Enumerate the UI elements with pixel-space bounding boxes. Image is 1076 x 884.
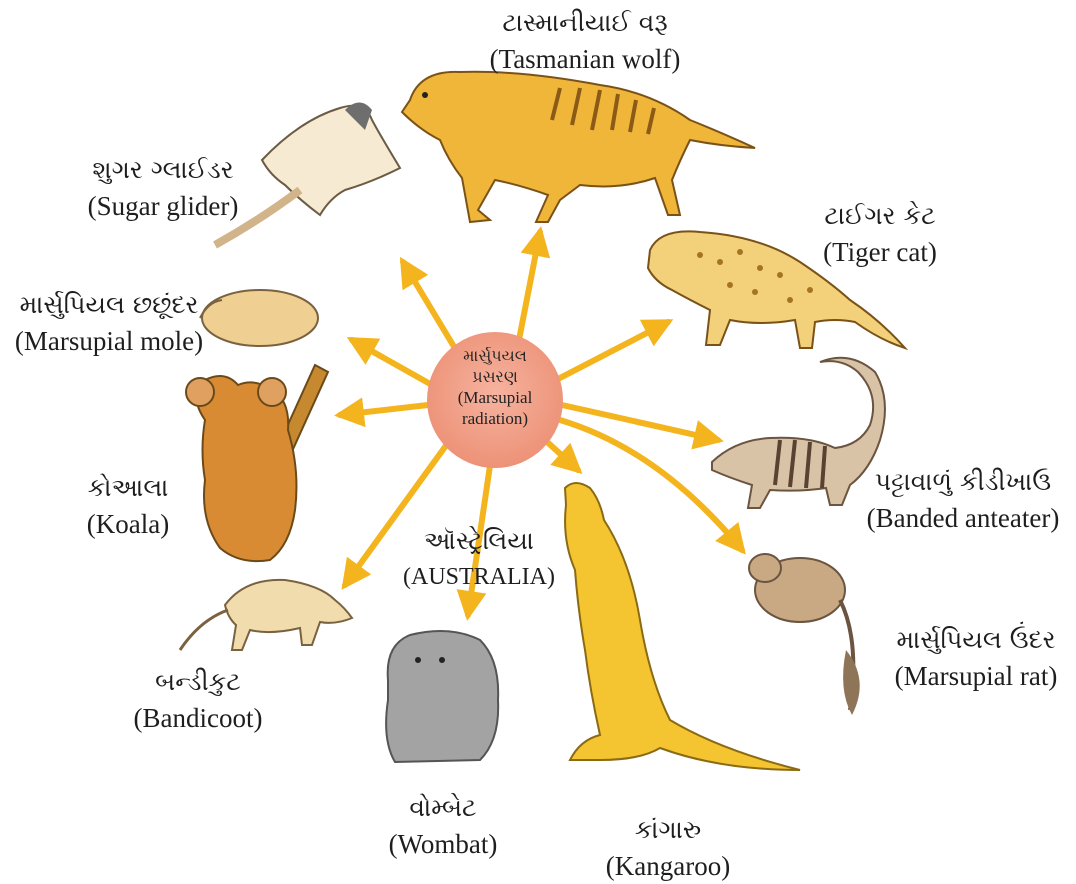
label-bandicoot-en: (Bandicoot): [118, 700, 278, 736]
label-koala: કોઆલા (Koala): [68, 470, 188, 542]
arrow-to-tasmanian-wolf: [517, 232, 540, 350]
label-bandicoot-gu: બન્ડીકુટ: [118, 664, 278, 700]
label-wombat-gu: વોમ્બેટ: [368, 790, 518, 826]
bandicoot-illustration: [180, 580, 352, 650]
arrow-to-kangaroo: [545, 440, 578, 470]
center-label-gu-line2: પ્રસરણ: [428, 366, 562, 387]
label-wombat-en: (Wombat): [368, 826, 518, 862]
label-marsupial-mole-en: (Marsupial mole): [4, 323, 214, 359]
label-sugar-glider-gu: શુગર ગ્લાઈડર: [70, 152, 256, 188]
label-tasmanian-wolf: ટાસ્માનીયાઈ વરૂ (Tasmanian wolf): [470, 5, 700, 77]
tasmanian-wolf-illustration: [402, 72, 755, 222]
marsupial-mole-illustration: [200, 290, 318, 346]
label-kangaroo-gu: કાંગારુ: [588, 812, 748, 848]
label-sugar-glider-en: (Sugar glider): [70, 188, 256, 224]
label-marsupial-mole: માર્સુપિયલ છછૂંદર (Marsupial mole): [4, 287, 214, 359]
center-label: માર્સુપયલ પ્રસરણ (Marsupial radiation): [428, 345, 562, 429]
label-sugar-glider: શુગર ગ્લાઈડર (Sugar glider): [70, 152, 256, 224]
label-bandicoot: બન્ડીકુટ (Bandicoot): [118, 664, 278, 736]
label-tasmanian-wolf-gu: ટાસ્માનીયાઈ વરૂ: [470, 5, 700, 41]
region-label-gu: ઑસ્ટ્રેલિયા: [384, 523, 574, 559]
label-tasmanian-wolf-en: (Tasmanian wolf): [470, 41, 700, 77]
arrow-to-koala: [340, 405, 428, 415]
label-banded-anteater-gu: પટ્ટાવાળું કીડીખાઉ: [852, 464, 1074, 500]
label-marsupial-rat-en: (Marsupial rat): [878, 658, 1074, 694]
label-kangaroo: કાંગારુ (Kangaroo): [588, 812, 748, 884]
label-wombat: વોમ્બેટ (Wombat): [368, 790, 518, 862]
region-label: ઑસ્ટ્રેલિયા (AUSTRALIA): [384, 523, 574, 595]
label-marsupial-mole-gu: માર્સુપિયલ છછૂંદર: [4, 287, 214, 323]
koala-illustration: [186, 365, 328, 561]
arrow-to-banded-anteater: [562, 405, 718, 440]
marsupial-rat-illustration: [749, 554, 860, 715]
wombat-illustration: [386, 631, 498, 762]
label-banded-anteater-en: (Banded anteater): [852, 500, 1074, 536]
region-label-en: (AUSTRALIA): [384, 559, 574, 595]
label-marsupial-rat: માર્સુપિયલ ઉંદર (Marsupial rat): [878, 622, 1074, 694]
label-koala-gu: કોઆલા: [68, 470, 188, 506]
label-tiger-cat-gu: ટાઈગર કેટ: [800, 198, 960, 234]
arrow-to-marsupial-mole: [352, 340, 432, 385]
center-label-en: (Marsupial radiation): [428, 387, 562, 429]
label-tiger-cat: ટાઈગર કેટ (Tiger cat): [800, 198, 960, 270]
label-koala-en: (Koala): [68, 506, 188, 542]
kangaroo-illustration: [565, 483, 800, 770]
label-marsupial-rat-gu: માર્સુપિયલ ઉંદર: [878, 622, 1074, 658]
arrow-to-tiger-cat: [556, 322, 668, 380]
label-tiger-cat-en: (Tiger cat): [800, 234, 960, 270]
label-kangaroo-en: (Kangaroo): [588, 848, 748, 884]
center-label-gu-line1: માર્સુપયલ: [428, 345, 562, 366]
label-banded-anteater: પટ્ટાવાળું કીડીખાઉ (Banded anteater): [852, 464, 1074, 536]
